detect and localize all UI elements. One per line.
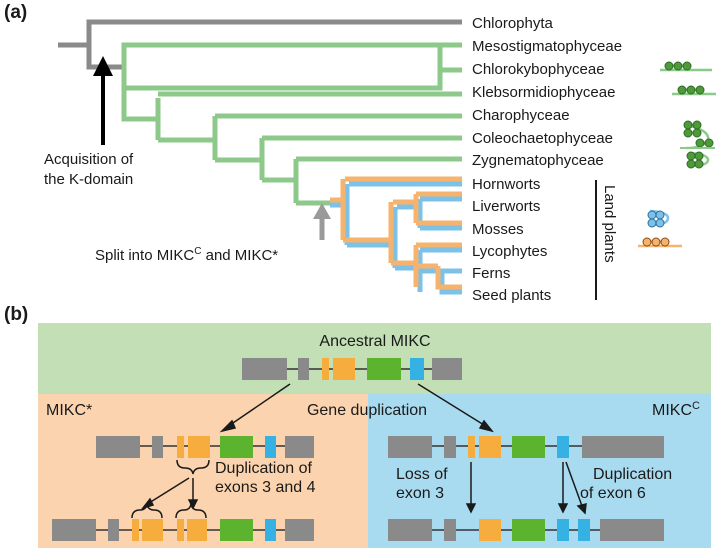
dup-exon6-text-line2: of exon 6 <box>580 485 646 502</box>
land-plants-label: Land plants <box>601 185 618 263</box>
kdomain-text-line1: Acquisition of <box>44 151 134 168</box>
mikc-c-title: MIKCC <box>652 400 700 419</box>
taxon-label: Liverworts <box>472 198 540 215</box>
taxon-label: Seed plants <box>472 287 551 304</box>
taxon-label: Mosses <box>472 221 524 238</box>
taxon-label: Hornworts <box>472 176 540 193</box>
taxon-label: Charophyceae <box>472 107 570 124</box>
brace-exons-3-4 <box>176 459 210 475</box>
protein-icon-mikc-star <box>638 237 682 248</box>
dup34-text-line1: Duplication of <box>215 460 313 477</box>
protein-icon-zygnemato <box>686 151 710 169</box>
panel-b-label: (b) <box>4 304 28 325</box>
taxon-label: Coleochaetophyceae <box>472 130 613 147</box>
taxon-label: Klebsormidiophyceae <box>472 84 615 101</box>
split-arrow <box>313 203 331 240</box>
kdomain-arrow <box>93 56 113 145</box>
kdomain-text-line2: the K-domain <box>44 171 133 188</box>
protein-icon-mikc-c <box>647 209 670 228</box>
mikc-c-modified-gene <box>388 519 664 541</box>
ancestral-title: Ancestral MIKC <box>319 333 430 350</box>
loss-exon3-text-line1: Loss of <box>396 466 448 483</box>
panel-a-label: (a) <box>4 2 27 23</box>
gene-duplication-label: Gene duplication <box>307 402 427 419</box>
protein-icon-coleochaete <box>680 120 715 150</box>
loss-exon3-text-line2: exon 3 <box>396 485 444 502</box>
dup34-text-line2: exons 3 and 4 <box>215 479 316 496</box>
mikc-star-gene <box>96 436 314 458</box>
dup34-arrows <box>140 477 199 510</box>
ancestral-gene <box>242 358 462 380</box>
orange-branches <box>330 176 462 290</box>
duplication-arrows <box>219 383 494 433</box>
dup-exon6-text-line1: Duplication <box>593 466 672 483</box>
taxon-label: Ferns <box>472 265 510 282</box>
protein-icon-klebsormidio <box>672 85 716 96</box>
split-text: Split into MIKCC and MIKC* <box>95 246 278 264</box>
taxon-label: Lycophytes <box>472 243 547 260</box>
taxon-label: Mesostigmatophyceae <box>472 38 622 55</box>
green-branches <box>121 42 462 206</box>
mikc-c-gene <box>388 436 664 458</box>
taxon-label: Zygnematophyceae <box>472 152 604 169</box>
dup-exon6-arrows <box>557 461 587 515</box>
taxon-label: Chlorokybophyceae <box>472 61 605 78</box>
loss-exon3-arrow <box>465 462 477 514</box>
protein-icon-chlorokybo <box>660 61 712 72</box>
taxon-label: Chlorophyta <box>472 15 554 32</box>
mikc-star-duplicated-gene <box>52 503 314 541</box>
mikc-star-title: MIKC* <box>46 402 92 419</box>
taxa-labels: Chlorophyta Mesostigmatophyceae Chloroky… <box>472 15 622 304</box>
blue-branches <box>330 181 462 295</box>
